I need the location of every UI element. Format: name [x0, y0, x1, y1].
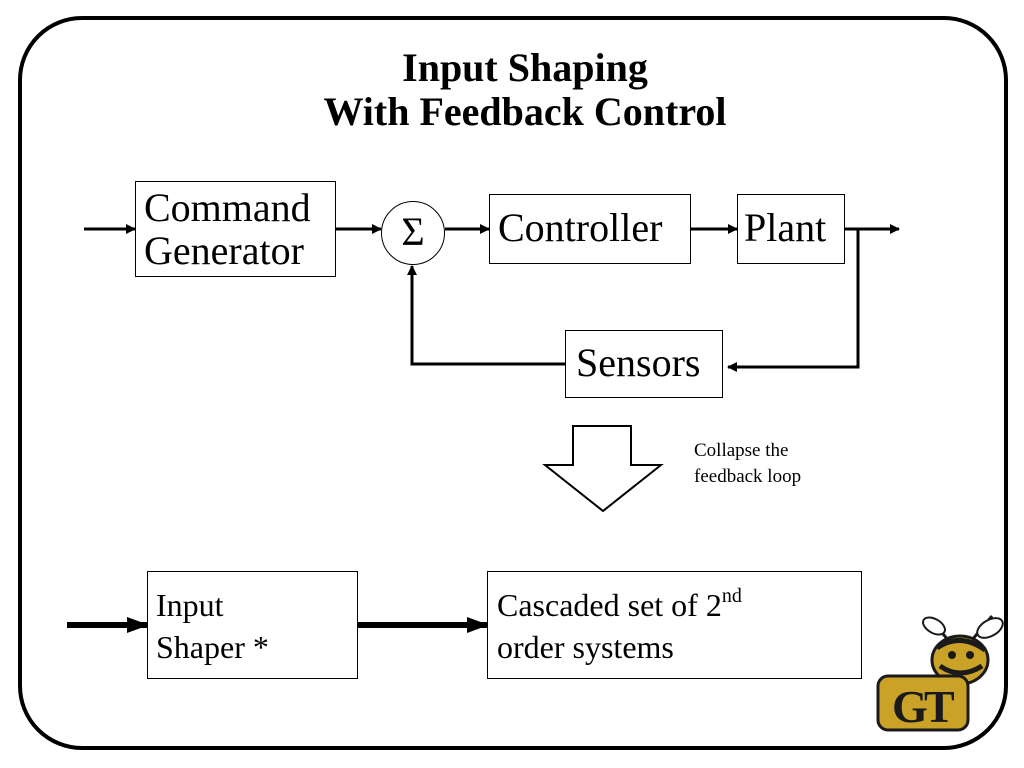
- cascaded-line1-text: Cascaded set of 2: [497, 587, 722, 623]
- feedback-return-line: [412, 266, 565, 366]
- georgia-tech-logo: G T: [876, 615, 1004, 732]
- svg-text:T: T: [924, 681, 955, 732]
- cascaded-line1: Cascaded set of 2nd: [497, 586, 742, 624]
- cascaded-superscript: nd: [721, 585, 742, 607]
- summing-junction: Σ: [381, 201, 445, 265]
- collapse-annotation: Collapse the feedback loop: [694, 438, 801, 490]
- command-generator-block: Command Generator: [135, 181, 336, 277]
- plant-block: Plant: [737, 194, 845, 264]
- input-shaper-block: Input Shaper *: [147, 571, 358, 679]
- annotation-line2: feedback loop: [694, 466, 802, 487]
- sensors-block: Sensors: [565, 330, 723, 398]
- plant-label: Plant: [744, 205, 827, 250]
- controller-block: Controller: [489, 194, 691, 264]
- collapse-down-arrow-icon: [542, 425, 664, 513]
- annotation-line1: Collapse the: [694, 440, 789, 461]
- feedback-down-line: [728, 229, 860, 367]
- svg-text:G: G: [892, 681, 928, 732]
- controller-label: Controller: [498, 205, 663, 250]
- slide-title: Input Shaping With Feedback Control: [0, 46, 1024, 134]
- title-line1: Input Shaping: [402, 45, 648, 90]
- input-shaper-line2: Shaper *: [156, 629, 269, 665]
- command-generator-line2: Generator: [144, 228, 304, 273]
- sensors-label: Sensors: [576, 340, 701, 385]
- title-line2: With Feedback Control: [323, 89, 727, 134]
- cascaded-line2: order systems: [497, 629, 674, 665]
- cascaded-systems-block: Cascaded set of 2nd order systems: [487, 571, 862, 679]
- slide-border: [18, 16, 1008, 750]
- command-generator-line1: Command: [144, 185, 311, 230]
- input-shaper-line1: Input: [156, 587, 224, 623]
